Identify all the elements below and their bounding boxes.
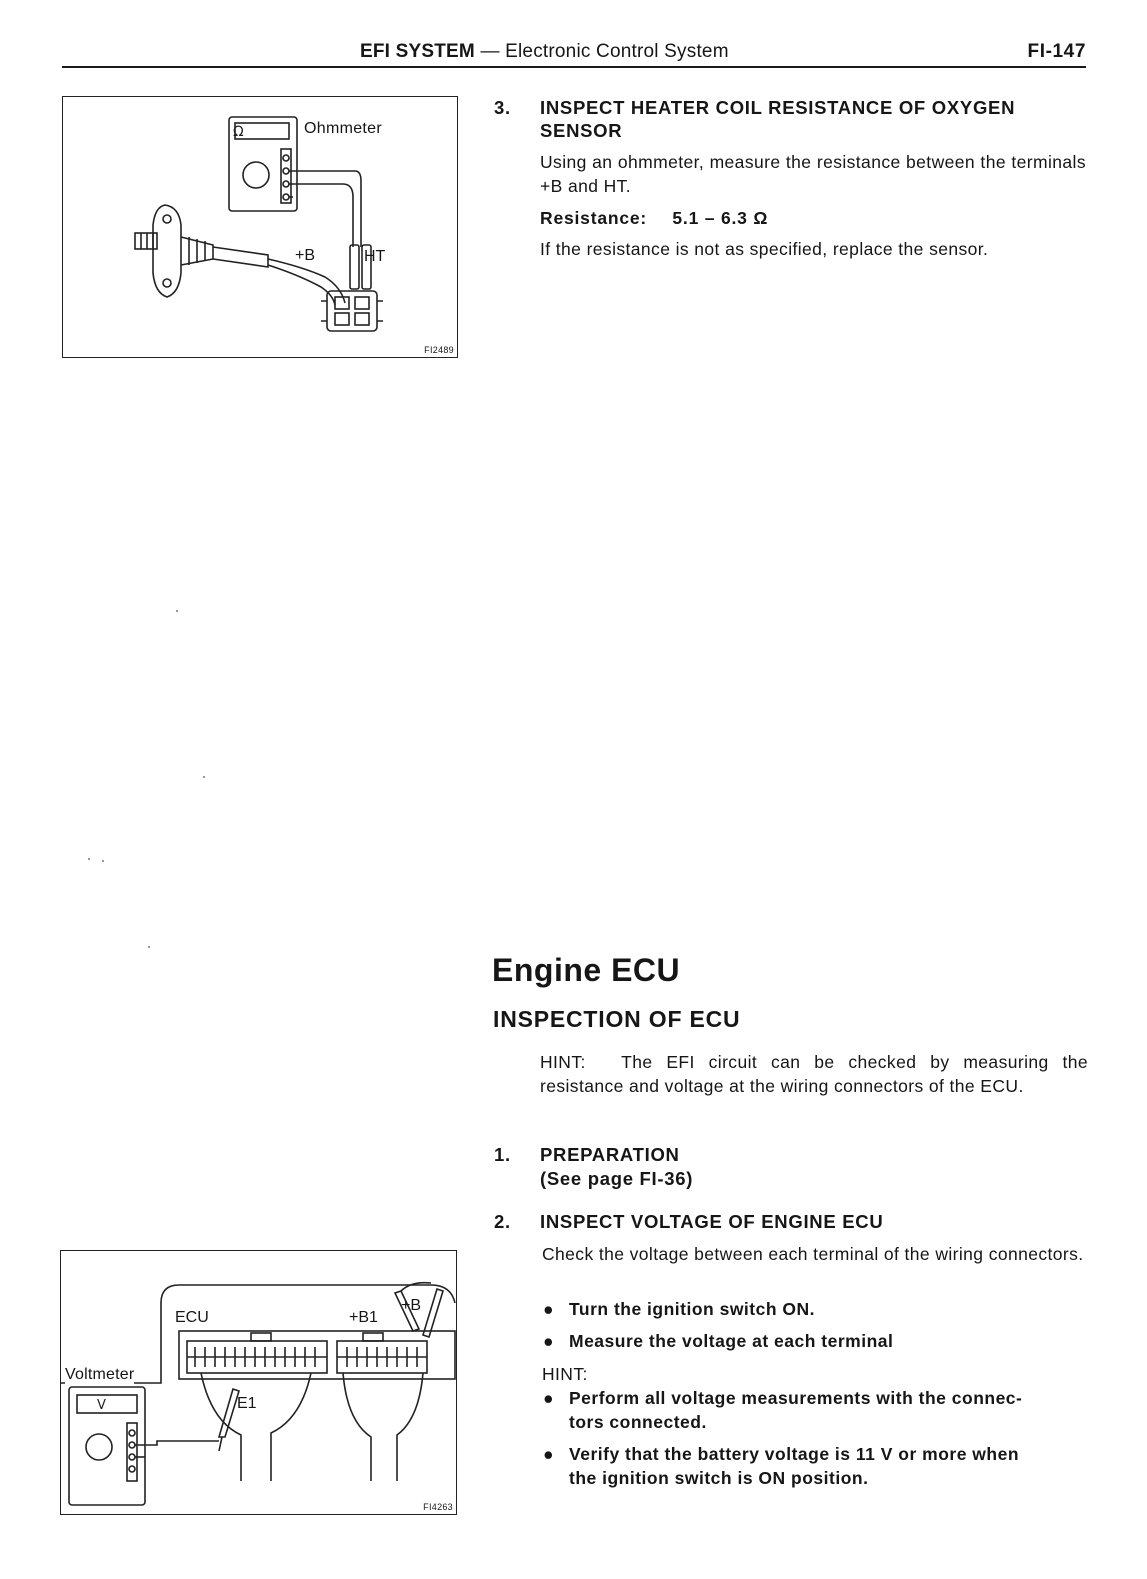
step-2-instruction: Check the voltage between each terminal … — [542, 1244, 1084, 1264]
step-3-heading: 3. INSPECT HEATER COIL RESISTANCE OF OXY… — [494, 96, 1094, 144]
lead-plus-b — [289, 170, 362, 247]
hint-line2: the ignition switch is ON position. — [569, 1468, 869, 1488]
ohmmeter-label: Ohmmeter — [304, 120, 382, 137]
step-number: 1. — [494, 1144, 511, 1165]
bullet-dot: ● — [543, 1444, 555, 1464]
resistance-label: Resistance: — [540, 208, 648, 228]
scan-speck — [203, 776, 205, 778]
page-number: FI-147 — [1027, 41, 1086, 62]
figure-code: FI2489 — [424, 345, 454, 355]
action-text: Turn the ignition switch ON. — [569, 1299, 816, 1319]
voltmeter-dial — [85, 1433, 113, 1461]
resistance-value: 5.1 – 6.3 Ω — [672, 208, 769, 228]
probe-ht — [361, 244, 372, 290]
step-2-hint-label: HINT: — [542, 1364, 588, 1384]
scan-speck — [148, 946, 150, 948]
figure-ecu-voltmeter: V Voltmeter ECU +B1 +B E1 FI4263 — [60, 1250, 457, 1515]
header-system: EFI SYSTEM — [360, 41, 475, 62]
terminal-plus-b-label: +B — [401, 1297, 422, 1314]
probe-plus-b — [422, 1287, 444, 1339]
step-title-line1: INSPECT HEATER COIL RESISTANCE OF OXYGEN — [540, 97, 1016, 118]
hint-line1: Verify that the battery voltage is 11 V … — [569, 1444, 1020, 1464]
oxygen-sensor-diagram: Ω — [134, 116, 383, 332]
wire-harness-left — [200, 1372, 242, 1481]
voltmeter-display — [76, 1394, 138, 1414]
step-title: INSPECT VOLTAGE OF ENGINE ECU — [540, 1211, 884, 1232]
ohmmeter-body — [228, 116, 298, 212]
step-3-instruction: Using an ohmmeter, measure the resistanc… — [540, 152, 1086, 196]
step-2-heading: 2. INSPECT VOLTAGE OF ENGINE ECU — [494, 1210, 1094, 1234]
terminal-plus-b-label: +B — [295, 247, 316, 264]
probe-e1 — [217, 1387, 240, 1438]
figure-code: FI4263 — [423, 1502, 453, 1512]
wire-harness-right — [342, 1372, 372, 1481]
subsection-heading: INSPECTION OF ECU — [493, 1006, 741, 1032]
header-separator: — — [480, 41, 500, 62]
hint-text: The EFI circuit can be checked by measur… — [540, 1052, 1089, 1096]
step-3-note: If the resistance is not as specified, r… — [540, 239, 989, 259]
scan-speck — [102, 860, 104, 862]
terminal-plus-b1-label: +B1 — [349, 1309, 378, 1326]
scan-speck — [88, 858, 90, 860]
bullet-dot: ● — [543, 1388, 555, 1408]
ecu-connector-right — [336, 1340, 428, 1374]
step-title-line2: SENSOR — [540, 120, 623, 141]
voltmeter-label: Voltmeter — [65, 1366, 135, 1384]
scan-speck — [176, 610, 178, 612]
ohmmeter-display — [234, 122, 290, 140]
sensor-connector — [326, 290, 378, 332]
voltmeter-symbol: V — [97, 1398, 106, 1413]
header-title: EFI SYSTEM — Electronic Control System — [360, 41, 729, 63]
ohmmeter-dial — [242, 161, 270, 189]
section-heading: Engine ECU — [492, 952, 681, 988]
step-1-heading: 1. PREPARATION (See page FI-36) — [494, 1143, 1094, 1191]
ecu-connector-left — [186, 1340, 328, 1374]
ecu-label: ECU — [175, 1309, 209, 1326]
terminal-ht-label: HT — [364, 248, 386, 265]
action-text: Measure the voltage at each terminal — [569, 1331, 894, 1351]
header-divider — [62, 66, 1086, 68]
step-subtitle: (See page FI-36) — [540, 1168, 694, 1189]
probe-plus-b — [349, 244, 360, 290]
step-number: 3. — [494, 97, 511, 118]
terminal-e1-label: E1 — [237, 1395, 257, 1412]
sensor-cable-sleeve — [212, 246, 269, 268]
sensor-tip — [134, 232, 158, 250]
bullet-dot: ● — [543, 1299, 555, 1319]
probe-plus-b1 — [393, 1290, 421, 1332]
figure-oxygen-sensor-ohmmeter: Ω Ohmmeter +B HT FI2489 — [62, 96, 458, 358]
bullet-dot: ● — [543, 1331, 555, 1351]
sensor-flange — [152, 204, 182, 298]
ohmmeter-symbol: Ω — [233, 124, 244, 140]
sensor-cable — [267, 258, 346, 304]
voltmeter-body — [68, 1386, 146, 1506]
hint-item: ● Perform all voltage measurements with … — [543, 1386, 1089, 1434]
lead-to-e1 — [135, 1440, 219, 1446]
step-title: PREPARATION — [540, 1144, 680, 1165]
ecu-hint: HINT: The EFI circuit can be checked by … — [540, 1050, 1088, 1098]
step-number: 2. — [494, 1211, 511, 1232]
ecu-outline — [160, 1284, 456, 1339]
hint-label: HINT: — [540, 1052, 586, 1072]
resistance-spec: Resistance: 5.1 – 6.3 Ω — [540, 206, 1086, 230]
ecu-connector-block — [178, 1330, 456, 1380]
header-section: Electronic Control System — [505, 41, 729, 62]
hint-line1: Perform all voltage measurements with th… — [569, 1388, 1023, 1408]
hint-line2: tors connected. — [569, 1412, 707, 1432]
hint-item: ● Verify that the battery voltage is 11 … — [543, 1442, 1089, 1490]
